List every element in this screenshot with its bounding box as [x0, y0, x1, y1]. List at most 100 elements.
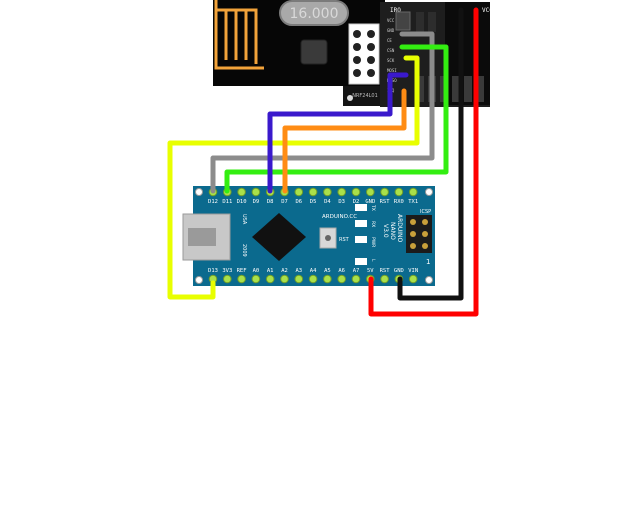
site-label: ARDUINO.CC: [322, 214, 357, 220]
usa-label: USA: [241, 214, 247, 225]
pin-label: A5: [324, 268, 331, 274]
socket-pin-side-label: VCC: [482, 7, 493, 14]
pin-label: RST: [380, 199, 391, 205]
pin-label: REF: [237, 268, 247, 274]
led-label: TX: [370, 204, 376, 211]
pin-label: D4: [324, 199, 331, 205]
pin-label: TX1: [408, 199, 418, 205]
pin-vin[interactable]: [408, 274, 418, 284]
pin-d10[interactable]: [237, 187, 246, 197]
pin-label: D11: [222, 199, 232, 205]
nrf-header-base: [343, 86, 385, 106]
pin-label: D3: [338, 199, 345, 205]
crystal-oscillator: [279, 0, 349, 26]
pin-d3[interactable]: [337, 187, 347, 197]
mount-hole: [347, 95, 353, 101]
pin-d9[interactable]: [251, 187, 261, 197]
wire-green: [224, 44, 449, 194]
pin-d5[interactable]: [308, 187, 318, 197]
wire-gray: [210, 31, 435, 194]
wire-blue: [267, 72, 409, 194]
pin-label: RX0: [394, 199, 404, 205]
socket-pin-top-label: IRQ: [390, 7, 401, 14]
pin-label: RST: [380, 268, 391, 274]
pin1-label: 1: [426, 258, 430, 266]
icsp-header: [406, 215, 432, 253]
icsp-label: ICSP: [420, 209, 431, 215]
adapter-pin-label: CSN: [387, 48, 395, 53]
atmega-chip: [252, 213, 306, 261]
pin-label: 3V3: [222, 268, 232, 274]
pin-label: GND: [365, 199, 375, 205]
rx-led: [355, 220, 367, 227]
pin-label: D13: [208, 268, 218, 274]
usb-socket: [188, 228, 216, 246]
pin-label: D10: [237, 199, 247, 205]
pin-label: A4: [310, 268, 317, 274]
nrf24l01-module: 16.000 NRF24L01: [213, 0, 385, 106]
adapter-socket: [395, 11, 411, 31]
rst-label: RST: [339, 237, 350, 243]
crystal-label: 16.000: [290, 6, 339, 22]
wires: [167, 7, 479, 317]
reset-button-cap[interactable]: [325, 235, 331, 241]
nrf-chip: [300, 39, 328, 65]
pin-d4[interactable]: [323, 187, 332, 197]
pin-label: D2: [353, 199, 360, 205]
adapter-pin-label: CE: [387, 38, 392, 43]
adapter-pin-label: SCK: [387, 58, 395, 63]
pin-gnd[interactable]: [366, 187, 375, 197]
wire-black: [397, 7, 464, 301]
adapter-pin-label: MOSI: [387, 68, 397, 73]
pin-a3[interactable]: [294, 274, 304, 284]
pin-label: A7: [353, 268, 360, 274]
pin-label: D12: [208, 199, 218, 205]
pin-a2[interactable]: [280, 274, 289, 284]
pin-label: A3: [295, 268, 302, 274]
nrf-header-pins: [353, 30, 375, 77]
led-label: PWR: [370, 237, 376, 247]
pin-rst[interactable]: [380, 187, 389, 197]
pin-rx0[interactable]: [394, 187, 404, 197]
led-label: RX: [370, 221, 376, 227]
icsp-pins: [410, 219, 428, 249]
pin-ref[interactable]: [237, 274, 246, 284]
mount-hole-br: [425, 276, 433, 284]
board-model: NANO: [389, 222, 396, 240]
pin-label: A6: [338, 268, 345, 274]
mount-hole-bl: [195, 276, 203, 284]
led-label: L: [370, 259, 376, 262]
pin-d6[interactable]: [294, 187, 304, 197]
pin-label: A1: [267, 268, 274, 274]
pin-label: A2: [281, 268, 288, 274]
pin-label: D6: [295, 199, 302, 205]
pin-a7[interactable]: [351, 274, 361, 284]
pin-a6[interactable]: [337, 274, 347, 284]
pin-a4[interactable]: [308, 274, 318, 284]
pin-label: D5: [310, 199, 317, 205]
wire-yellow: [167, 55, 420, 300]
arduino-nano: USA 2009 ARDUINO.CC RST ARDUINO NANO V3.…: [182, 186, 435, 286]
pin-label: GND: [394, 268, 404, 274]
pin-label: 5V: [367, 268, 374, 274]
pin-d2[interactable]: [351, 187, 361, 197]
led-labels: TX RX PWR L: [370, 204, 376, 262]
pin-tx1[interactable]: [408, 187, 418, 197]
nano-pcb: [193, 186, 435, 286]
pin-a5[interactable]: [323, 274, 332, 284]
pin-rst[interactable]: [380, 274, 389, 284]
pin-label: D9: [253, 199, 260, 205]
pwr-led: [355, 236, 367, 243]
l-led: [355, 258, 367, 265]
tx-led: [355, 204, 367, 211]
pin-a1[interactable]: [265, 274, 275, 284]
pin-a0[interactable]: [251, 274, 261, 284]
board-version: V3.0: [382, 224, 389, 238]
wire-orange: [282, 88, 407, 194]
pin-3v3[interactable]: [223, 274, 232, 284]
adapter-label: NRF24L01: [352, 93, 378, 99]
